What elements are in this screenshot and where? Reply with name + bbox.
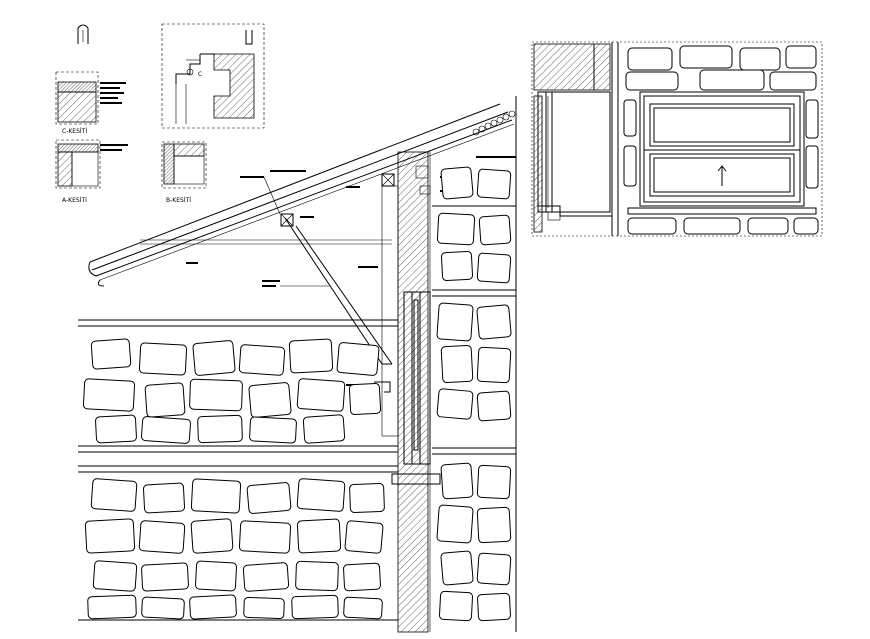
sash-arrow-icon xyxy=(717,165,727,186)
ridge-tiles xyxy=(472,110,516,136)
detail-ref-c: C xyxy=(198,71,202,78)
window-frame xyxy=(627,91,817,215)
detail-b-label: B-KESİTİ xyxy=(166,197,191,204)
detail-c-label: C-KESİTİ xyxy=(62,128,87,135)
detail-a-inset: A-KESİTİ xyxy=(55,139,128,204)
detail-upper-inset: C xyxy=(161,23,265,129)
wall-section xyxy=(381,150,441,633)
detail-a-label: A-KESİTİ xyxy=(62,197,87,204)
roof-slope xyxy=(88,103,516,393)
detail-b-inset: B-KESİTİ xyxy=(161,141,207,204)
stone-wall-left xyxy=(78,319,398,621)
stone-wall-right xyxy=(432,96,517,632)
window-elevation-detail xyxy=(531,41,823,237)
detail-c-inset: C-KESİTİ xyxy=(55,24,126,135)
